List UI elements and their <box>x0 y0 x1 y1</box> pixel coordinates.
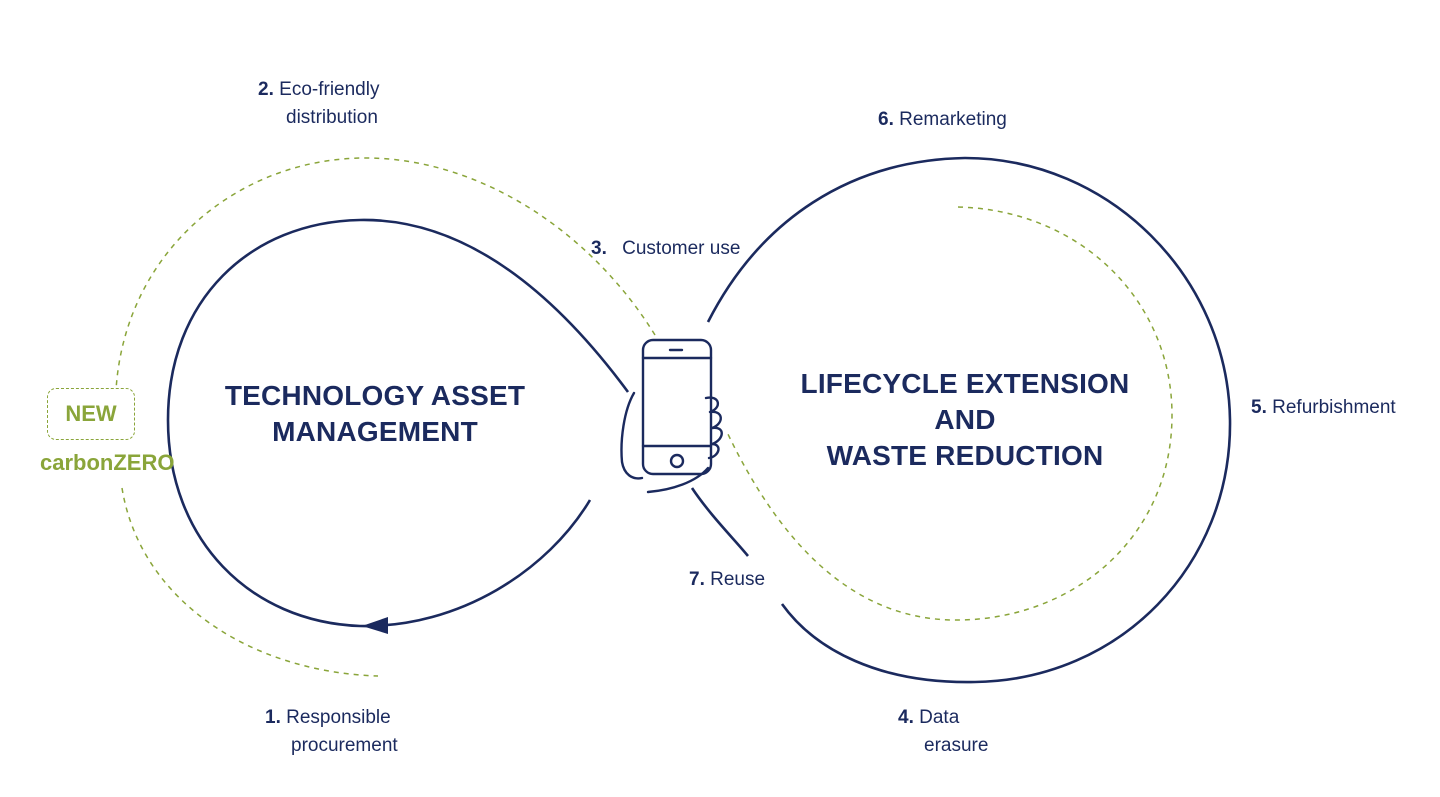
right-loop-title-line3: WASTE REDUCTION <box>826 440 1104 471</box>
new-badge-text: NEW <box>65 401 117 426</box>
step-7-number: 7. <box>689 569 705 590</box>
step-4-number: 4. <box>898 707 914 728</box>
step-4-line2: erasure <box>924 735 989 756</box>
step-1-label: 1. Responsible procurement <box>265 704 398 760</box>
step-2-line1: Eco-friendly <box>279 79 380 100</box>
step-6-line1: Remarketing <box>899 109 1007 130</box>
arrowhead-icon <box>362 617 388 634</box>
right-loop-title: LIFECYCLE EXTENSION AND WASTE REDUCTION <box>790 366 1140 474</box>
carbonzero-brand: carbonZERO <box>40 450 175 475</box>
step-1-line1: Responsible <box>286 707 391 728</box>
right-loop-line-bottom <box>690 487 750 557</box>
step-6-label: 6. Remarketing <box>878 106 1007 134</box>
step-7-label: 7. Reuse <box>689 566 765 594</box>
step-2-label: 2. Eco-friendly distribution <box>258 76 379 132</box>
left-loop-title: TECHNOLOGY ASSET MANAGEMENT <box>215 378 535 450</box>
smartphone-in-hand-icon <box>620 338 723 494</box>
step-5-line1: Refurbishment <box>1272 397 1396 418</box>
right-dashed-arc <box>725 206 1173 621</box>
step-6-number: 6. <box>878 109 894 130</box>
step-3-number: 3. <box>591 238 607 259</box>
right-loop-line-top <box>706 156 1232 684</box>
step-4-line1: Data <box>919 707 960 728</box>
step-4-label: 4. Data erasure <box>898 704 988 760</box>
new-badge: NEW <box>47 388 135 440</box>
left-loop-line <box>166 218 630 628</box>
right-loop-title-line1: LIFECYCLE EXTENSION <box>800 368 1130 399</box>
step-5-number: 5. <box>1251 397 1267 418</box>
step-2-line2: distribution <box>286 107 378 128</box>
left-dashed-arc <box>115 157 656 677</box>
left-loop-title-line2: MANAGEMENT <box>272 416 478 447</box>
step-2-number: 2. <box>258 79 274 100</box>
step-1-number: 1. <box>265 707 281 728</box>
step-1-line2: procurement <box>291 735 398 756</box>
step-5-label: 5. Refurbishment <box>1251 394 1396 422</box>
step-7-line1: Reuse <box>710 569 766 590</box>
right-loop-title-line2: AND <box>934 404 996 435</box>
step-3-label: 3. Customer use <box>591 235 740 263</box>
left-loop-title-line1: TECHNOLOGY ASSET <box>224 380 526 411</box>
step-3-line1: Customer use <box>622 238 741 259</box>
